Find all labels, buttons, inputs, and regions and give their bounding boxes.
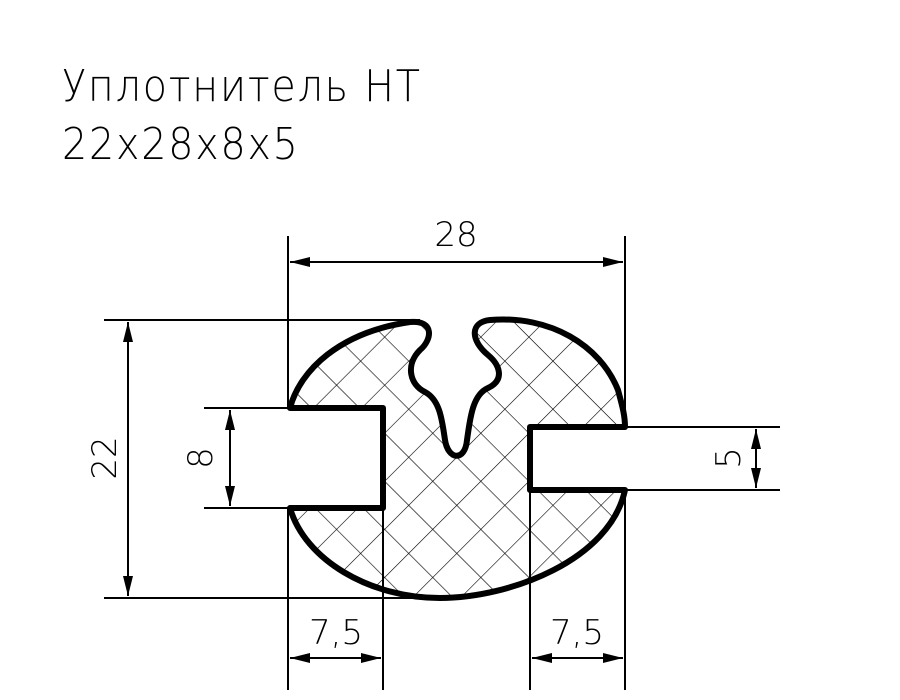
dim-label-left-slot: 8: [181, 447, 221, 469]
dim-label-width: 28: [434, 215, 477, 255]
extension-lines: [104, 236, 780, 690]
dim-label-height: 22: [85, 436, 125, 479]
drawing-title: Уплотнитель НТ 22х28х8х5: [62, 58, 422, 174]
seal-profile: [287, 316, 628, 601]
dimension-lines: [123, 257, 761, 663]
dim-label-right-lip: 7,5: [550, 613, 604, 653]
title-product-name: Уплотнитель НТ: [62, 61, 422, 112]
dim-label-left-lip: 7,5: [309, 613, 363, 653]
title-size-spec: 22х28х8х5: [62, 119, 300, 170]
dim-label-right-slot: 5: [709, 447, 749, 469]
